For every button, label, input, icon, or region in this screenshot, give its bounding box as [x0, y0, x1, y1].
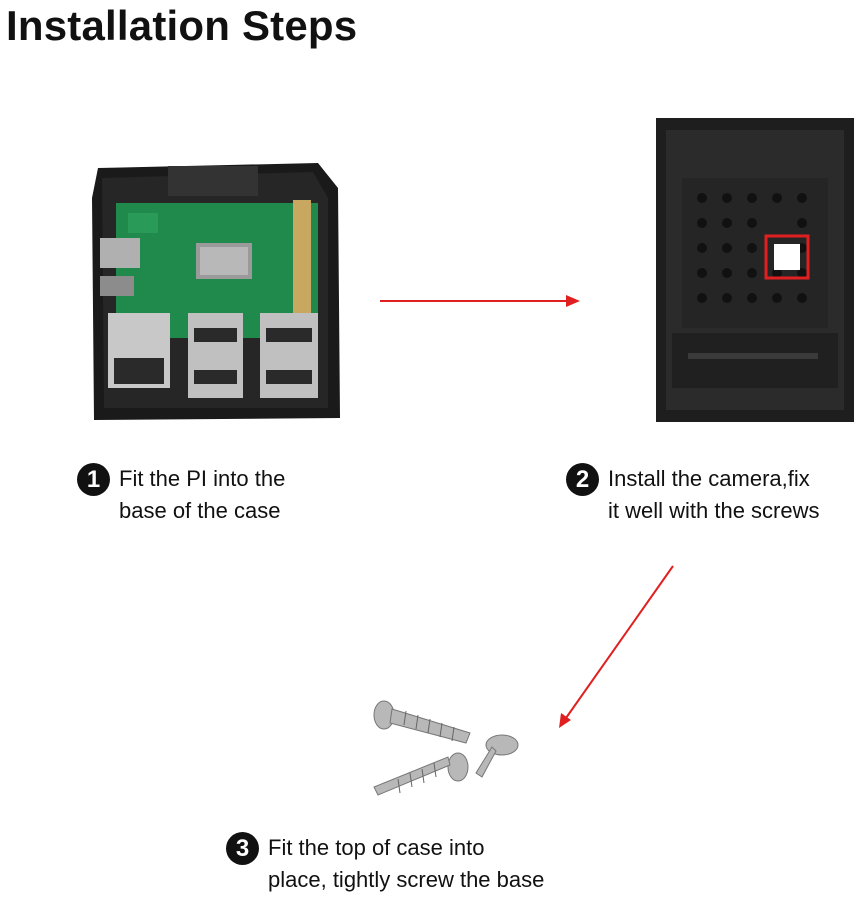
step-number-badge: 1 [77, 463, 110, 496]
step-3: 3 Fit the top of case into place, tightl… [226, 832, 544, 896]
arrow-right-icon [380, 295, 580, 307]
case-top-image [656, 118, 854, 422]
step-2-line-2: it well with the screws [608, 498, 820, 523]
step-1-line-1: Fit the PI into the [119, 466, 286, 491]
step-3-line-2: place, tightly screw the base [268, 867, 545, 892]
step-2-line-1: Install the camera,fix [608, 466, 810, 491]
step-number-badge: 3 [226, 832, 259, 865]
step-1: 1 Fit the PI into the base of the case [77, 463, 285, 527]
step-1-line-2: base of the case [119, 498, 281, 523]
step-3-line-1: Fit the top of case into [268, 835, 485, 860]
arrow-down-left-icon [559, 565, 674, 728]
step-number-badge: 2 [566, 463, 599, 496]
page-title: Installation Steps [6, 2, 358, 49]
screws-image [373, 700, 519, 796]
raspberry-pi-image [92, 163, 340, 420]
step-2: 2 Install the camera,fix it well with th… [566, 463, 820, 527]
